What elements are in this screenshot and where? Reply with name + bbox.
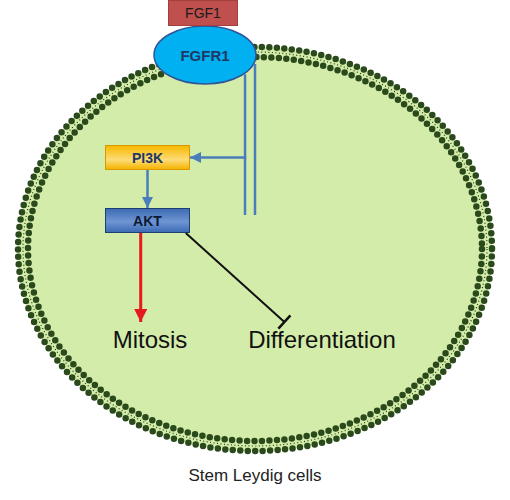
node-label: Differentiation bbox=[248, 326, 396, 354]
receptor-shape bbox=[154, 26, 256, 84]
outcome-text-node: Differentiation bbox=[228, 322, 416, 358]
node-label: FGF1 bbox=[185, 5, 221, 21]
node-label: AKT bbox=[133, 213, 162, 229]
node-label: Mitosis bbox=[113, 326, 188, 354]
receptor-ellipse: FGFR1 bbox=[153, 25, 257, 85]
cytoplasm bbox=[18, 47, 492, 451]
node-label: PI3K bbox=[132, 150, 163, 166]
lipid-tails bbox=[23, 52, 487, 446]
kinase-box: AKT bbox=[105, 208, 190, 233]
cell-membrane bbox=[12, 42, 498, 456]
ligand-box: FGF1 bbox=[168, 0, 238, 26]
kinase-box: PI3K bbox=[105, 145, 190, 170]
membrane-inner-heads bbox=[28, 57, 482, 441]
membrane-outer-heads bbox=[18, 47, 492, 451]
node-label: FGFR1 bbox=[180, 47, 229, 64]
outcome-text-node: Mitosis bbox=[95, 322, 205, 358]
cell-label: Stem Leydig cells bbox=[12, 466, 498, 486]
cell-ellipse: FGFR1PI3KAKTMitosisDifferentiationStem L… bbox=[12, 42, 498, 456]
